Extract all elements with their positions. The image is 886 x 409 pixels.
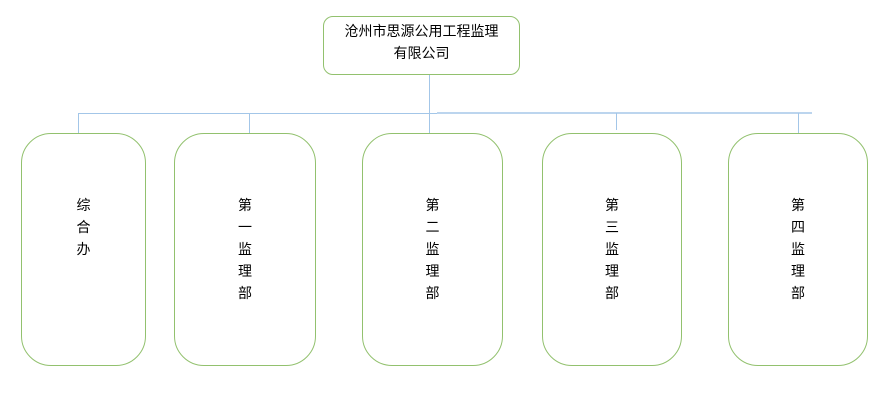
- dept-node-supervision-2: 第二监理部: [362, 133, 503, 366]
- connector-drop-5: [798, 113, 800, 134]
- connector-drop-2: [249, 113, 251, 134]
- dept-label: 综合办: [76, 199, 91, 258]
- dept-node-supervision-4: 第四监理部: [728, 133, 868, 366]
- dept-node-supervision-1: 第一监理部: [174, 133, 316, 366]
- dept-label: 第四监理部: [791, 199, 805, 302]
- root-node-company: 沧州市思源公用工程监理 有限公司: [323, 16, 520, 75]
- connector-horizontal-overlay: [437, 111, 812, 114]
- connector-drop-1: [78, 113, 80, 134]
- dept-node-general-office: 综合办: [21, 133, 146, 366]
- connector-stem: [429, 75, 431, 114]
- dept-node-supervision-3: 第三监理部: [542, 133, 682, 366]
- dept-label: 第一监理部: [238, 199, 252, 302]
- connector-drop-3: [429, 113, 431, 134]
- dept-label: 第二监理部: [425, 199, 440, 302]
- dept-label: 第三监理部: [605, 199, 619, 302]
- company-name-line1: 沧州市思源公用工程监理: [344, 25, 499, 40]
- company-name-line2: 有限公司: [393, 47, 450, 62]
- connector-drop-4: [616, 113, 618, 130]
